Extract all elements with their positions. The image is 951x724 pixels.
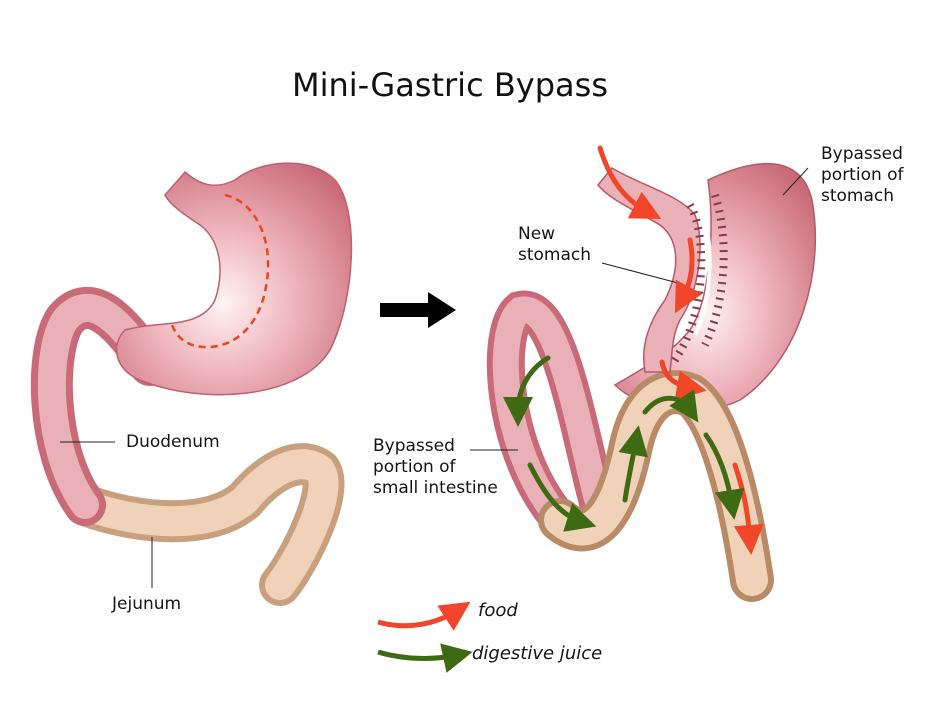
staple-line <box>668 202 706 368</box>
label-line: stomach <box>821 186 895 206</box>
food-arrows <box>597 145 764 555</box>
label-bypassed-intestine: Bypassed portion of small intestine <box>373 436 498 499</box>
label-line: Bypassed <box>821 144 903 164</box>
bypass-stomach <box>470 162 817 602</box>
transition-arrow-icon <box>380 292 456 328</box>
legend-juice-arrow-icon <box>377 643 473 673</box>
legend-juice-label: digestive juice <box>472 643 603 664</box>
digestive-juice-arrows <box>503 355 745 532</box>
label-line: stomach <box>518 245 592 265</box>
label-jejunum: Jejunum <box>112 594 182 614</box>
diagram-title: Mini-Gastric Bypass <box>292 66 608 104</box>
label-line: portion of <box>373 457 456 477</box>
legend-food-arrow-icon <box>377 601 471 631</box>
label-line: portion of <box>821 165 904 185</box>
cut-line <box>170 193 270 349</box>
label-line: small intestine <box>373 478 498 498</box>
label-duodenum: Duodenum <box>126 432 220 452</box>
stomach-body <box>115 162 353 396</box>
label-line: Bypassed <box>373 436 455 456</box>
legend-food-label: food <box>478 600 518 621</box>
label-bypassed-stomach: Bypassed portion of stomach <box>821 144 904 207</box>
label-line: New <box>518 224 556 244</box>
label-new-stomach: New stomach <box>518 224 591 266</box>
original-stomach <box>30 162 353 606</box>
